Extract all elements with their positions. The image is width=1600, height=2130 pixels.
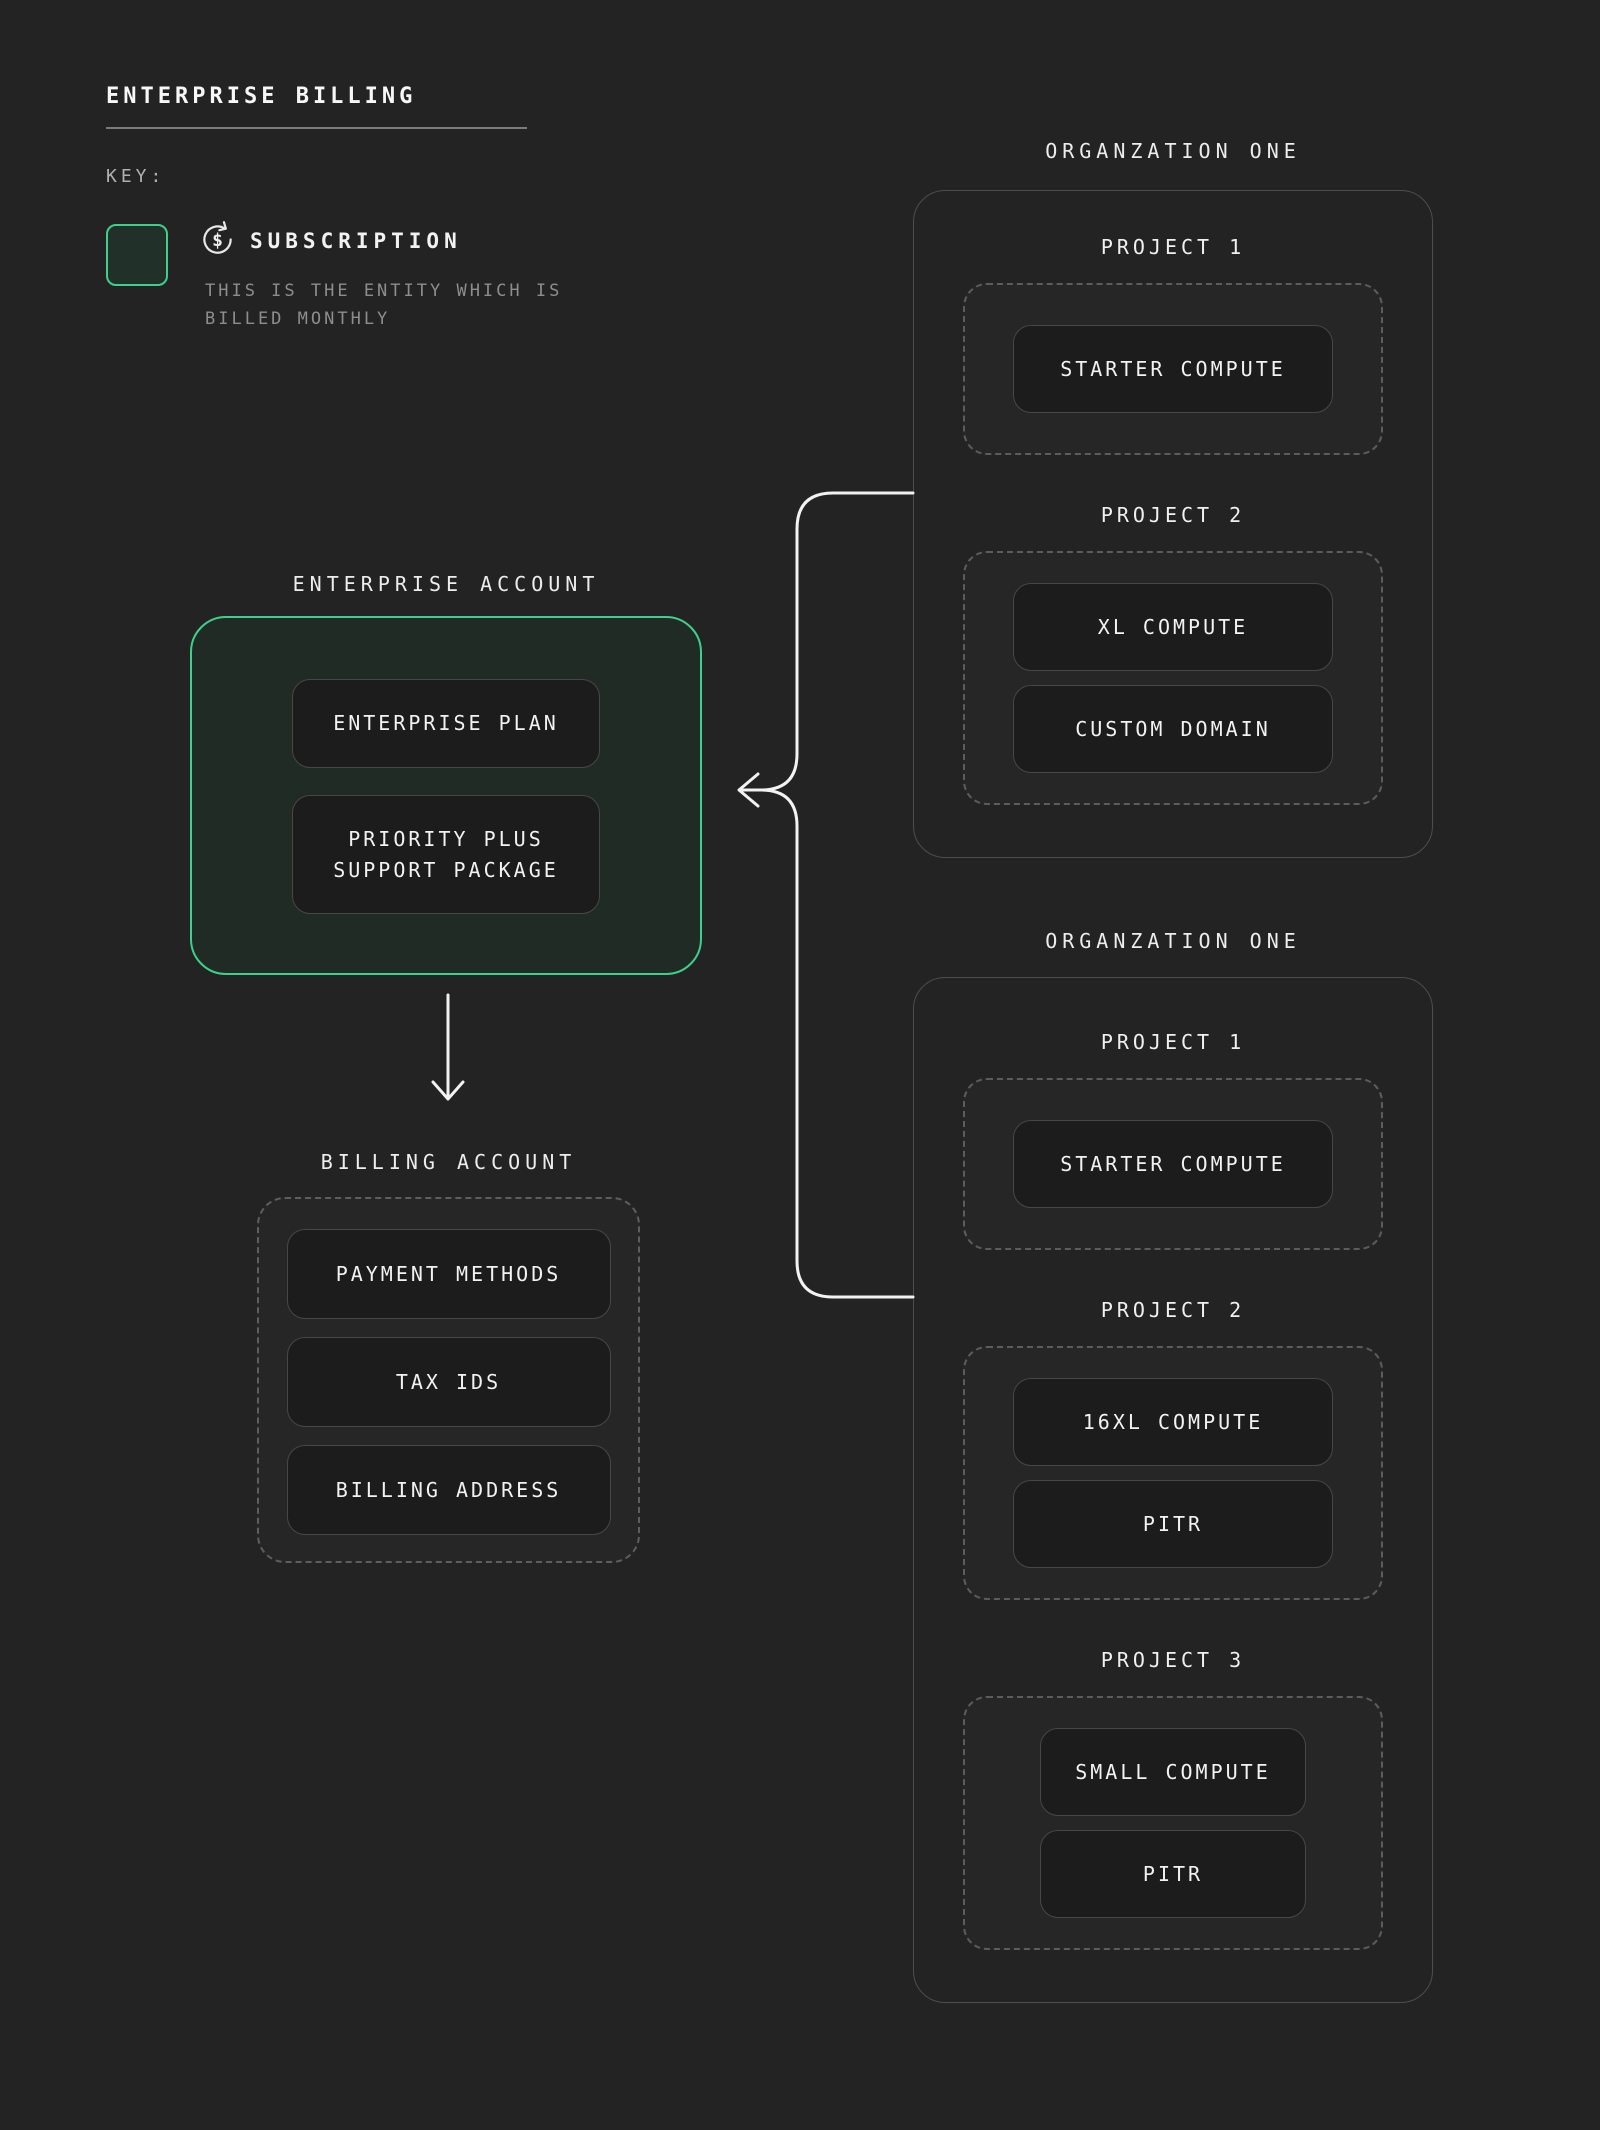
page-title: ENTERPRISE BILLING: [106, 84, 417, 109]
key-label: KEY:: [106, 166, 166, 187]
title-underline: [106, 127, 527, 129]
small-compute-node: SMALL COMPUTE: [1040, 1728, 1306, 1816]
org1-project-1-label: PROJECT 1: [1100, 235, 1246, 259]
enterprise-plan-node: ENTERPRISE PLAN: [292, 679, 600, 768]
org1-project-2-box: XL COMPUTE CUSTOM DOMAIN: [963, 551, 1383, 805]
enterprise-account-box: ENTERPRISE PLAN PRIORITY PLUS SUPPORT PA…: [190, 616, 702, 975]
custom-domain-node: CUSTOM DOMAIN: [1013, 685, 1333, 773]
xl-compute-node: XL COMPUTE: [1013, 583, 1333, 671]
connector-branch-to-org2: [759, 788, 915, 1299]
org2-project-2-box: 16XL COMPUTE PITR: [963, 1346, 1383, 1600]
subscription-color-swatch: [106, 224, 168, 286]
priority-plus-support-package-node: PRIORITY PLUS SUPPORT PACKAGE: [292, 795, 600, 914]
16xl-compute-node: 16XL COMPUTE: [1013, 1378, 1333, 1466]
key-item-description: THIS IS THE ENTITY WHICH IS BILLED MONTH…: [205, 277, 562, 333]
key-item-title: SUBSCRIPTION: [250, 229, 462, 253]
starter-compute-node: STARTER COMPUTE: [1013, 325, 1333, 413]
starter-compute-node: STARTER COMPUTE: [1013, 1120, 1333, 1208]
svg-text:$: $: [212, 230, 223, 251]
org2-project-1-box: STARTER COMPUTE: [963, 1078, 1383, 1250]
down-arrowhead-icon: [431, 1080, 465, 1101]
organization-1-box: PROJECT 1 STARTER COMPUTE PROJECT 2 XL C…: [913, 190, 1433, 858]
organization-1-label: ORGANZATION ONE: [1045, 139, 1301, 163]
billing-account-label: BILLING ACCOUNT: [320, 1150, 577, 1174]
organization-2-label: ORGANZATION ONE: [1045, 929, 1301, 953]
org1-project-1-box: STARTER COMPUTE: [963, 283, 1383, 455]
org2-project-3-label: PROJECT 3: [1100, 1648, 1246, 1672]
left-arrowhead-icon: [737, 772, 760, 808]
organization-2-box: PROJECT 1 STARTER COMPUTE PROJECT 2 16XL…: [913, 977, 1433, 2003]
pitr-node: PITR: [1040, 1830, 1306, 1918]
tax-ids-node: TAX IDS: [286, 1337, 611, 1427]
enterprise-account-label: ENTERPRISE ACCOUNT: [292, 572, 600, 596]
billing-account-box: PAYMENT METHODS TAX IDS BILLING ADDRESS: [257, 1197, 640, 1563]
org-to-enterprise-connector: [740, 491, 915, 792]
key-item-description-line-2: BILLED MONTHLY: [205, 309, 391, 329]
billing-address-node: BILLING ADDRESS: [286, 1445, 611, 1535]
org2-project-3-box: SMALL COMPUTE PITR: [963, 1696, 1383, 1950]
org2-project-1-label: PROJECT 1: [1100, 1030, 1246, 1054]
pitr-node: PITR: [1013, 1480, 1333, 1568]
org1-project-2-label: PROJECT 2: [1100, 503, 1246, 527]
org2-project-2-label: PROJECT 2: [1100, 1298, 1246, 1322]
payment-methods-node: PAYMENT METHODS: [286, 1229, 611, 1319]
key-item-description-line-1: THIS IS THE ENTITY WHICH IS: [205, 281, 563, 301]
recurring-dollar-icon: $: [203, 221, 232, 254]
